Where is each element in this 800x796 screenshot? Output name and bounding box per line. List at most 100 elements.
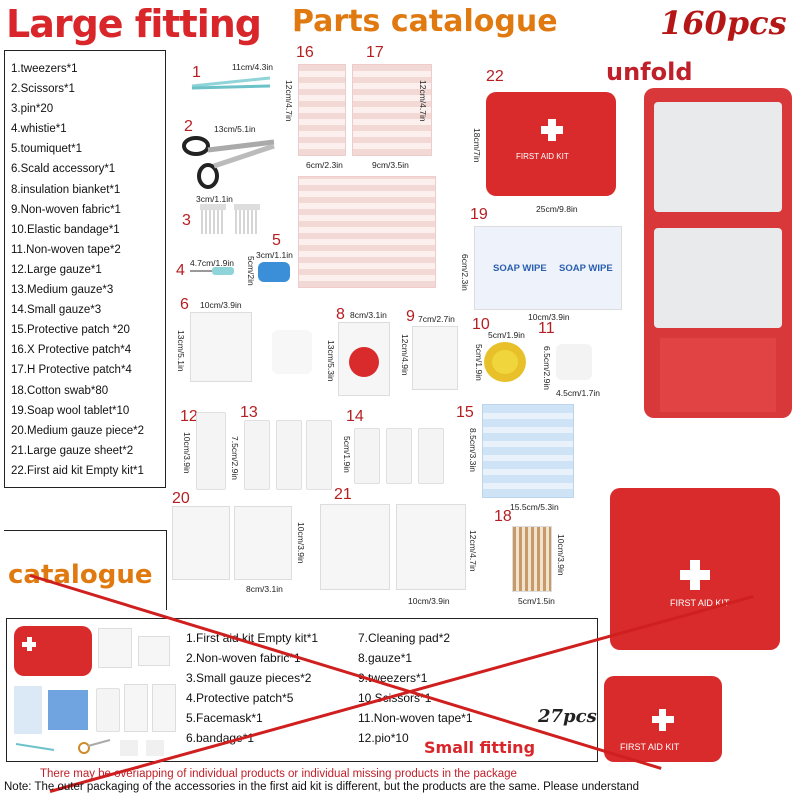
part-dimension: 4.5cm/1.7in bbox=[556, 388, 600, 398]
tourniquet-image bbox=[258, 262, 290, 282]
medium-gauze-image bbox=[244, 420, 270, 490]
part-dimension: 5cm/1.5in bbox=[518, 596, 555, 606]
facemask-image bbox=[48, 690, 88, 730]
part-dimension: 4.7cm/1.9in bbox=[190, 258, 234, 268]
small-gauze-image bbox=[354, 428, 380, 484]
list-item: 22.First aid kit Empty kit*1 bbox=[11, 464, 144, 477]
list-item: 3.Small gauze pieces*2 bbox=[186, 671, 312, 685]
list-item: 7.Cleaning pad*2 bbox=[358, 631, 451, 645]
list-item: 11.Non-woven tape*1 bbox=[358, 711, 473, 725]
small-kit-bag-image bbox=[14, 626, 92, 676]
large-fitting-list: 1.tweezers*1 2.Scissors*1 3.pin*20 4.whi… bbox=[4, 50, 166, 488]
packaging-note: Note: The outer packaging of the accesso… bbox=[4, 781, 639, 793]
list-item: 6.Scald accessory*1 bbox=[11, 163, 116, 176]
large-fitting-heading: Large fitting bbox=[6, 2, 262, 46]
part-number: 19 bbox=[470, 206, 488, 223]
small-fabric-image bbox=[98, 628, 132, 668]
cotton-swab-image bbox=[512, 526, 552, 592]
blanket-logo-icon bbox=[349, 347, 379, 377]
small-count-heading: 27pcs bbox=[538, 706, 597, 727]
protective-patch-image bbox=[482, 404, 574, 498]
medium-gauze-image bbox=[306, 420, 332, 490]
small-fitting-box bbox=[6, 618, 598, 762]
list-item: 8.insulation bianket*1 bbox=[11, 183, 121, 196]
list-item: 10.Elastic bandage*1 bbox=[11, 223, 120, 236]
small-fitting-heading: Small fitting bbox=[424, 738, 536, 757]
part-number: 16 bbox=[296, 44, 314, 61]
part-dimension: 11cm/4.3in bbox=[232, 62, 273, 72]
part-dimension: 13cm/5.1in bbox=[176, 330, 186, 372]
small-tools-image bbox=[15, 739, 164, 756]
list-item: 16.X Protective patch*4 bbox=[11, 344, 132, 357]
part-dimension: 8cm/3.1in bbox=[350, 310, 387, 320]
part-number: 17 bbox=[366, 44, 384, 61]
large-gauze-image bbox=[196, 412, 226, 490]
part-number: 10 bbox=[472, 316, 490, 333]
list-item: 5.toumiquet*1 bbox=[11, 143, 82, 156]
small-gauze-image bbox=[152, 684, 176, 732]
h-protective-patch-image bbox=[352, 64, 432, 156]
part-number: 14 bbox=[346, 408, 364, 425]
patch-stack-image bbox=[298, 176, 436, 288]
list-item: 1.tweezers*1 bbox=[11, 63, 78, 75]
part-dimension: 6cm/2.3in bbox=[306, 160, 343, 170]
small-pouch-image: FIRST AID KIT bbox=[604, 676, 722, 762]
part-dimension: 12cm/4.7in bbox=[418, 80, 428, 122]
small-bandage-image bbox=[96, 688, 120, 732]
bandage-roll-image bbox=[272, 330, 312, 374]
part-dimension: 12cm/4.7in bbox=[284, 80, 294, 122]
list-item: 20.Medium gauze piece*2 bbox=[11, 424, 144, 437]
small-patch-image bbox=[14, 686, 42, 734]
large-kit-bag-image: FIRST AID KIT bbox=[610, 488, 780, 650]
part-dimension: 13cm/5.1in bbox=[214, 124, 256, 134]
list-item: 2.Scissors*1 bbox=[11, 83, 75, 96]
tweezers-image bbox=[191, 76, 271, 90]
large-gauze-sheet-image bbox=[320, 504, 390, 590]
part-number: 18 bbox=[494, 508, 512, 525]
small-gauze-image bbox=[386, 428, 412, 484]
part-dimension: 3cm/1.1in bbox=[256, 250, 293, 260]
non-woven-tape-image bbox=[556, 344, 592, 380]
large-gauze-sheet-image bbox=[396, 504, 466, 590]
part-number: 6 bbox=[180, 296, 189, 313]
part-dimension: 18cm/7in bbox=[472, 128, 482, 163]
part-dimension: 9cm/3.5in bbox=[372, 160, 409, 170]
part-number: 2 bbox=[184, 118, 193, 135]
part-dimension: 8.5cm/3.3in bbox=[468, 428, 478, 472]
part-dimension: 10cm/3.9in bbox=[200, 300, 242, 310]
part-dimension: 3cm/1.1in bbox=[196, 194, 233, 204]
small-fitting-list: 1.First aid kit Empty kit*1 2.Non-woven … bbox=[186, 628, 318, 748]
list-item: 17.H Protective patch*4 bbox=[11, 364, 132, 377]
cross-icon bbox=[548, 119, 556, 141]
part-dimension: 7cm/2.7in bbox=[418, 314, 455, 324]
part-number: 15 bbox=[456, 404, 474, 421]
scissors-image bbox=[182, 136, 275, 189]
soap-wipe-label: SOAP WIPE bbox=[559, 263, 613, 274]
part-dimension: 10cm/3.9in bbox=[296, 522, 306, 564]
kit-compartment-top bbox=[654, 102, 782, 212]
non-woven-fabric-image bbox=[412, 326, 458, 390]
whistle-image bbox=[190, 267, 234, 275]
part-number: 22 bbox=[486, 68, 504, 85]
part-number: 13 bbox=[240, 404, 258, 421]
part-number: 1 bbox=[192, 64, 201, 81]
list-item: 19.Soap wool tablet*10 bbox=[11, 404, 130, 417]
list-item: 21.Large gauze sheet*2 bbox=[11, 444, 134, 457]
overlap-note: There may be overiapping of individual p… bbox=[40, 768, 517, 780]
part-dimension: 10cm/3.9in bbox=[528, 312, 570, 322]
part-number: 9 bbox=[406, 308, 415, 325]
part-number: 20 bbox=[172, 490, 190, 507]
part-number: 8 bbox=[336, 306, 345, 323]
soap-wipe-image: SOAP WIPE SOAP WIPE bbox=[474, 226, 622, 310]
part-dimension: 10cm/3.9in bbox=[408, 596, 450, 606]
part-number: 11 bbox=[538, 320, 555, 337]
part-number: 21 bbox=[334, 486, 352, 503]
cross-icon bbox=[690, 560, 700, 590]
tape-roll-image bbox=[484, 342, 526, 382]
kit-label: FIRST AID KIT bbox=[670, 598, 730, 608]
list-item: 12.pio*10 bbox=[358, 731, 409, 745]
list-item: 3.pin*20 bbox=[11, 103, 54, 116]
x-protective-patch-image bbox=[298, 64, 346, 156]
kit-compartment-bottom bbox=[654, 228, 782, 328]
list-item: 8.gauze*1 bbox=[358, 651, 413, 665]
